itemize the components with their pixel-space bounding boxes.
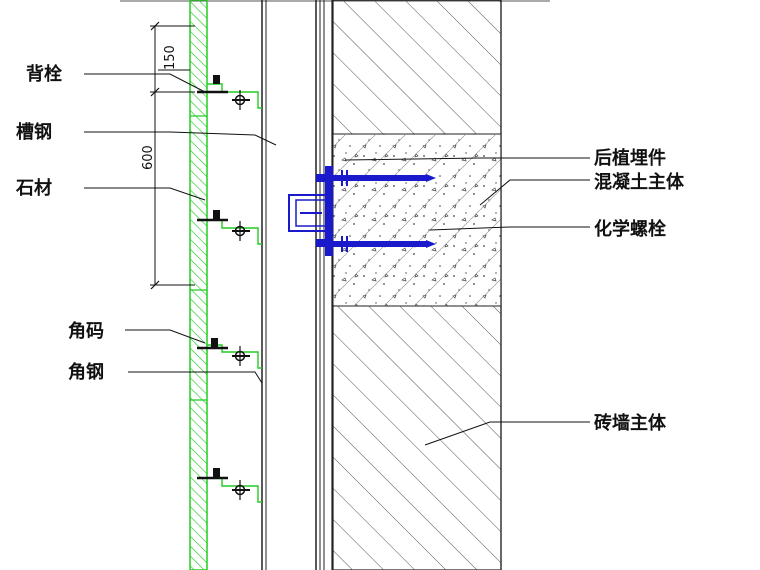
label-corner-bracket: 角码 bbox=[68, 320, 104, 342]
dimension-600: 600 bbox=[141, 145, 156, 170]
concrete-body bbox=[332, 133, 502, 307]
label-back-bolt: 背栓 bbox=[26, 63, 62, 85]
angle-steel-bracket-2 bbox=[197, 210, 262, 245]
angle-steel-bracket-3 bbox=[197, 338, 262, 369]
label-chemical-bolt: 化学螺栓 bbox=[594, 218, 666, 240]
label-stone: 石材 bbox=[15, 177, 52, 199]
label-embedded-part: 后植埋件 bbox=[594, 147, 666, 169]
label-concrete-body: 混凝土主体 bbox=[594, 171, 685, 193]
angle-steel-bracket-1 bbox=[197, 75, 262, 110]
angle-steel-bracket-4 bbox=[197, 468, 262, 503]
channel-steel bbox=[261, 0, 325, 570]
dimension-150: 150 bbox=[163, 45, 178, 70]
label-angle-steel: 角钢 bbox=[68, 361, 104, 383]
leader-lines bbox=[84, 73, 590, 446]
label-channel-steel: 槽钢 bbox=[16, 121, 52, 143]
dimension-lines bbox=[150, 21, 195, 290]
label-brick-wall-body: 砖墙主体 bbox=[594, 412, 667, 434]
embedded-part-assembly bbox=[288, 166, 436, 256]
